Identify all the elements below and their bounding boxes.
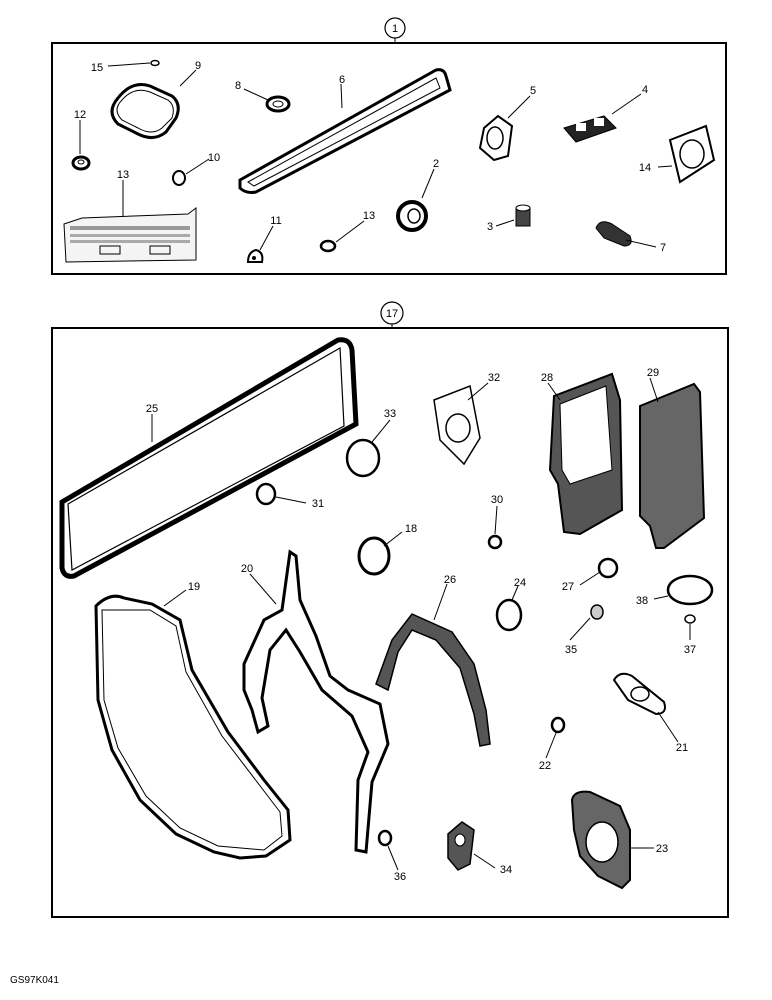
- callout-10: 10: [208, 152, 220, 164]
- kit-17-number: 17: [386, 308, 398, 320]
- callout-18: 18: [405, 523, 417, 535]
- callout-8: 8: [235, 80, 241, 92]
- kit-1-panel: [51, 42, 727, 275]
- part-37-ring: [684, 614, 696, 624]
- part-29-gasket: [639, 382, 706, 549]
- part-14-gasket: [668, 124, 716, 184]
- callout-29: 29: [647, 367, 659, 379]
- part-21-gasket: [612, 672, 666, 716]
- part-33-ring: [345, 438, 381, 478]
- callout-24: 24: [514, 577, 526, 589]
- callout-5: 5: [530, 85, 536, 97]
- callout-6: 6: [339, 74, 345, 86]
- kit-17-marker: 17: [380, 301, 404, 328]
- callout-2: 2: [433, 158, 439, 170]
- callout-22: 22: [539, 760, 551, 772]
- callout-37: 37: [684, 644, 696, 656]
- figure-code: GS97K041: [10, 975, 59, 986]
- part-7-gasket: [595, 221, 632, 247]
- part-5-gasket: [478, 114, 514, 162]
- callout-27: 27: [562, 581, 574, 593]
- part-4-gasket: [563, 115, 617, 143]
- callout-9: 9: [195, 60, 201, 72]
- part-15-instruction-sheet: [63, 207, 197, 263]
- callout-7: 7: [660, 242, 666, 254]
- callout-23: 23: [656, 843, 668, 855]
- part-34-gasket: [447, 821, 475, 871]
- kit-1-number: 1: [392, 23, 398, 35]
- kit-17-panel: [51, 327, 729, 918]
- callout-38: 38: [636, 595, 648, 607]
- part-35-grommet: [590, 604, 604, 620]
- callout-13: 13: [363, 210, 375, 222]
- callout-30: 30: [491, 494, 503, 506]
- part-38-ring: [666, 574, 714, 606]
- part-36-ring: [377, 829, 393, 847]
- part-10-ring: [172, 170, 186, 186]
- part-9-square-ring: [110, 83, 180, 139]
- part-8-seal: [265, 95, 291, 113]
- callout-21: 21: [676, 742, 688, 754]
- part-19-front-cover-gasket: [94, 594, 292, 860]
- part-12-seal: [71, 155, 91, 171]
- callout-26: 26: [444, 574, 456, 586]
- callout-31: 31: [312, 498, 324, 510]
- callout-labels: 15 9 8 6 5 4 12 10 14 2 13 11 13 3 7 25 …: [74, 60, 696, 883]
- callout-15: 13: [117, 169, 129, 181]
- callout-33: 33: [384, 408, 396, 420]
- part-27-ring: [597, 557, 619, 579]
- part-11-clip: [246, 248, 264, 263]
- callout-25: 25: [146, 403, 158, 415]
- part-2-seal: [396, 200, 428, 232]
- callout-36: 36: [394, 871, 406, 883]
- part-25-long-gasket: [59, 337, 359, 579]
- part-23-gasket: [570, 790, 631, 890]
- callout-11: 11: [270, 215, 281, 227]
- part-16-small-ring: [150, 59, 160, 67]
- callout-3: 3: [487, 221, 493, 233]
- callout-35: 35: [565, 644, 577, 656]
- part-18-ring: [357, 536, 391, 576]
- callout-12: 12: [74, 109, 86, 121]
- part-6-rocker-cover-gasket: [238, 68, 452, 194]
- kit-1-marker: 1: [384, 17, 406, 43]
- callout-4: 4: [642, 84, 648, 96]
- part-30-ring: [487, 534, 503, 550]
- part-26-gasket: [375, 613, 491, 747]
- callout-32: 32: [488, 372, 500, 384]
- part-24-ring: [495, 598, 523, 632]
- part-32-gasket: [433, 384, 481, 466]
- callout-28: 28: [541, 372, 553, 384]
- callout-14: 14: [639, 162, 651, 174]
- callout-20: 20: [241, 563, 253, 575]
- callout-16: 15: [91, 62, 103, 74]
- part-13-ring: [319, 239, 337, 253]
- part-3-grommet: [515, 204, 531, 227]
- part-22-ring: [550, 716, 566, 734]
- part-31-ring: [255, 482, 277, 506]
- callout-19: 19: [188, 581, 200, 593]
- part-28-gasket: [548, 372, 624, 536]
- part-20-gasket: [242, 549, 390, 854]
- callout-34: 34: [500, 864, 512, 876]
- leader-lines: [79, 62, 691, 871]
